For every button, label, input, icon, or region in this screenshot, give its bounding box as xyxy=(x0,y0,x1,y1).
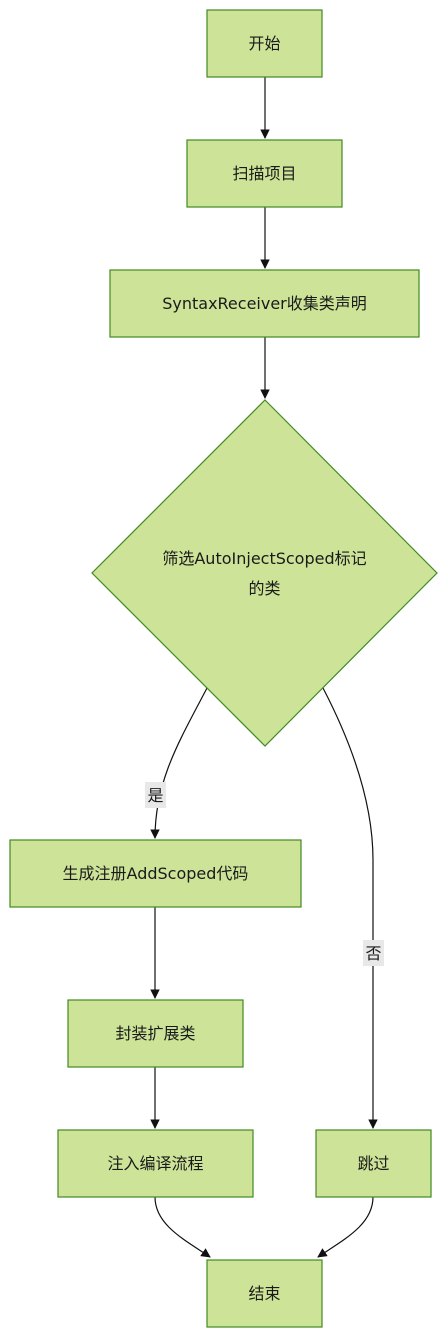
node-filter-label-line1: 筛选AutoInjectScoped标记 xyxy=(162,549,366,568)
node-scan: 扫描项目 xyxy=(186,139,343,208)
node-filter-label-line2: 的类 xyxy=(248,579,280,598)
node-filter-decision: 筛选AutoInjectScoped标记 的类 xyxy=(91,399,438,747)
node-start: 开始 xyxy=(206,9,323,78)
node-inject: 注入编译流程 xyxy=(57,1129,254,1198)
edge-label-no-text: 否 xyxy=(365,944,381,963)
edge-filter-generate xyxy=(150,687,208,839)
edge-label-yes-text: 是 xyxy=(147,786,163,805)
node-scan-label: 扫描项目 xyxy=(232,164,296,183)
node-end-label: 结束 xyxy=(248,1284,280,1303)
edge-filter-skip xyxy=(322,687,378,1129)
node-generate-label: 生成注册AddScoped代码 xyxy=(63,864,249,883)
node-skip-label: 跳过 xyxy=(357,1154,389,1173)
node-collect-label: SyntaxReceiver收集类声明 xyxy=(162,294,367,313)
node-generate: 生成注册AddScoped代码 xyxy=(9,839,302,908)
node-start-label: 开始 xyxy=(248,34,280,53)
node-wrap-label: 封装扩展类 xyxy=(115,1024,195,1043)
node-collect: SyntaxReceiver收集类声明 xyxy=(109,269,420,338)
node-inject-label: 注入编译流程 xyxy=(107,1154,203,1173)
edge-label-yes: 是 xyxy=(145,782,166,808)
node-end: 结束 xyxy=(206,1259,323,1328)
edges xyxy=(150,77,378,1258)
edge-skip-end xyxy=(317,1196,374,1258)
node-skip: 跳过 xyxy=(315,1129,432,1198)
edge-label-no: 否 xyxy=(363,940,384,966)
node-wrap: 封装扩展类 xyxy=(67,999,244,1068)
edge-inject-end xyxy=(154,1196,211,1258)
